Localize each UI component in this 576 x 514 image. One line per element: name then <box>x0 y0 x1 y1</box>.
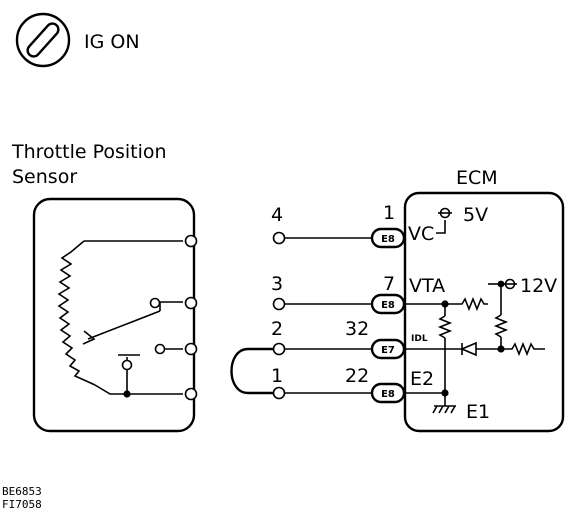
harness-terminal-2 <box>272 342 286 356</box>
jumper-wire <box>230 347 278 395</box>
ig-on-label: IG ON <box>84 31 140 53</box>
ecm-terminal-number-e2: 22 <box>345 365 369 387</box>
svg-text:E8: E8 <box>381 234 395 245</box>
harness-terminal-3 <box>272 297 286 311</box>
harness-pin-3: 3 <box>271 273 283 295</box>
idl-diode <box>459 341 477 357</box>
ecm-terminal-number-vc: 1 <box>383 202 395 224</box>
connector-e7-idl: E7 <box>370 338 406 360</box>
harness-terminal-1 <box>272 386 286 400</box>
ground-icon <box>432 405 456 414</box>
ecm-voltage-vta: 12V <box>520 275 557 297</box>
sensor-title-line2: Sensor <box>12 166 77 188</box>
sensor-resistor <box>57 240 96 386</box>
harness-pin-4: 4 <box>271 204 283 226</box>
ecm-pin-e1: E1 <box>466 401 490 423</box>
ecm-terminal-number-idl: 32 <box>345 318 369 340</box>
ecm-title: ECM <box>456 167 498 189</box>
diagram-code-2: FI7058 <box>2 498 42 511</box>
ecm-pin-vta: VTA <box>409 275 445 297</box>
sensor-terminal-2 <box>184 342 198 356</box>
sensor-housing <box>32 197 196 433</box>
ecm-pin-vc: VC <box>408 223 434 245</box>
sensor-terminal-4 <box>184 234 198 248</box>
svg-text:E8: E8 <box>381 389 395 400</box>
ecm-pin-idl: IDL <box>411 334 428 344</box>
ecm-internals <box>404 207 545 414</box>
harness-terminal-4 <box>272 231 286 245</box>
connector-e8-vc: E8 <box>370 227 406 249</box>
harness-wires <box>230 237 372 395</box>
svg-text:E8: E8 <box>381 300 395 311</box>
harness-pin-2: 2 <box>271 318 283 340</box>
ecm-terminal-number-vta: 7 <box>383 273 395 295</box>
sensor-title-line1: Throttle Position <box>11 141 167 163</box>
connector-e8-e2: E8 <box>370 382 406 404</box>
ecm-housing <box>403 191 565 433</box>
ecm-voltage-vc: 5V <box>463 204 488 226</box>
sensor-internals <box>57 240 183 398</box>
sensor-terminal-1 <box>184 387 198 401</box>
connector-e8-vta: E8 <box>370 293 406 315</box>
sensor-terminal-3 <box>184 296 198 310</box>
svg-text:E7: E7 <box>381 345 395 356</box>
diagram-code-1: BE6853 <box>2 485 42 498</box>
ignition-key-icon <box>15 12 71 68</box>
ecm-pin-e2: E2 <box>410 368 434 390</box>
harness-pin-1: 1 <box>271 365 283 387</box>
